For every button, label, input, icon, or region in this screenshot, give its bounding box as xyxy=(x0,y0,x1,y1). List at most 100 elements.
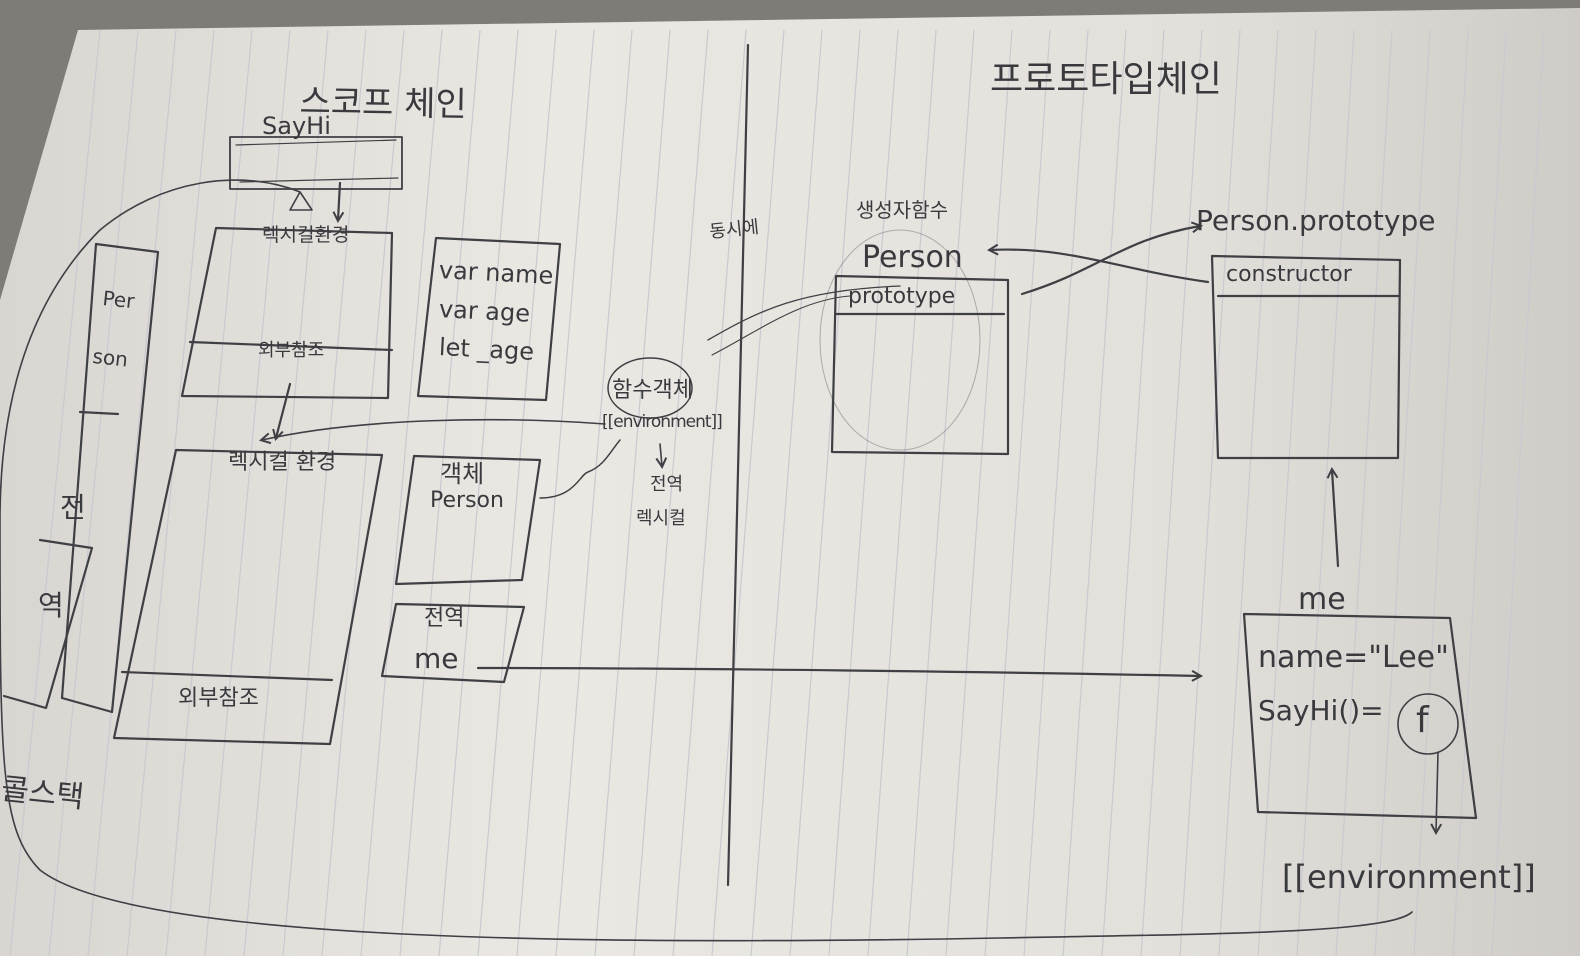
prototype-label: prototype xyxy=(848,284,956,309)
name-prop: name="Lee" xyxy=(1258,640,1449,675)
sayhi-label: SayHi xyxy=(262,112,331,140)
paper-sheet xyxy=(0,8,1580,956)
ruled-line xyxy=(984,29,1051,956)
var-name: var name xyxy=(438,255,554,290)
person-constructor-box xyxy=(830,274,1010,456)
center-divider xyxy=(726,43,750,887)
outer-ref-arrow xyxy=(276,382,292,438)
ruled-line xyxy=(1413,29,1469,956)
variables-list: var name var age let _age xyxy=(438,250,554,366)
ruled-line xyxy=(1491,29,1545,956)
triangle-mark xyxy=(289,191,313,211)
let-age: let _age xyxy=(438,332,535,366)
ruled-line xyxy=(243,29,329,956)
lexical-env-box-top xyxy=(180,226,394,400)
outer-ref-bottom-label: 외부참조 xyxy=(178,686,259,711)
ruled-line xyxy=(555,29,633,956)
ruled-line xyxy=(1218,29,1279,956)
outer-ref-divider-top xyxy=(188,340,394,352)
ruled-line xyxy=(867,29,937,956)
same-time-label: 동시에 xyxy=(708,216,761,243)
prototype-chain-title: 프로토타입체인 xyxy=(990,59,1222,100)
ruled-line xyxy=(633,29,709,956)
global-me-label: me xyxy=(414,642,459,675)
ruled-line xyxy=(165,29,253,956)
me-label: me xyxy=(1298,582,1346,617)
ruled-line xyxy=(477,29,557,956)
ruled-line xyxy=(282,29,367,956)
me-object-box xyxy=(1242,612,1478,820)
prototype-arrow xyxy=(1020,226,1200,296)
call-stack-label: 콜스택 xyxy=(0,771,86,816)
global-lexical-label-1: 전역 xyxy=(650,474,684,495)
ruled-line xyxy=(1062,29,1127,956)
ruled-line xyxy=(945,29,1013,956)
ruled-line xyxy=(1023,29,1089,956)
ruled-line xyxy=(906,29,975,956)
function-environment-label: [[environment]] xyxy=(602,412,723,432)
environment-arrow xyxy=(262,418,606,440)
function-object-circle xyxy=(607,357,693,419)
person-side-label-2: son xyxy=(91,344,130,372)
reference-arrow xyxy=(476,666,1200,676)
me-env-arrow xyxy=(1436,751,1438,832)
ruled-line xyxy=(1374,29,1431,956)
me-proto-arrow xyxy=(1332,470,1340,568)
person-oval xyxy=(819,229,981,451)
call-stack-loop xyxy=(0,179,1413,942)
f-circle xyxy=(1397,693,1459,755)
person-label: Person xyxy=(862,240,963,275)
me-environment-label: [[environment]] xyxy=(1282,858,1536,896)
sayhi-arrow xyxy=(338,181,340,220)
ruled-line xyxy=(87,29,177,956)
ruled-line xyxy=(360,29,443,956)
ruled-line xyxy=(789,29,861,956)
global-side-label-2: 역 xyxy=(38,589,64,622)
object-person-box xyxy=(394,454,542,586)
person-prototype-label: Person.prototype xyxy=(1196,204,1436,237)
ruled-line xyxy=(399,29,481,956)
ruled-line xyxy=(594,29,671,956)
function-to-person-link xyxy=(707,285,901,341)
ruled-line xyxy=(48,29,139,956)
sayhi-prop: SayHi()= xyxy=(1258,694,1384,727)
ruled-line xyxy=(1101,29,1165,956)
constructor-arrow xyxy=(990,250,1210,284)
f-symbol: f xyxy=(1416,700,1429,741)
object-person-label: Person xyxy=(430,488,504,513)
ruled-line xyxy=(438,29,519,956)
global-label: 전역 xyxy=(424,606,465,631)
object-label: 객체 xyxy=(440,460,485,488)
lexical-env-box-bottom xyxy=(112,448,384,746)
ruled-line xyxy=(9,29,101,956)
ruled-line xyxy=(1257,29,1317,956)
ruled-line xyxy=(321,29,405,956)
outer-ref-top-label: 외부참조 xyxy=(258,340,325,361)
ruled-line xyxy=(750,29,823,956)
ruled-line xyxy=(1335,29,1393,956)
ruled-line xyxy=(516,29,595,956)
ruled-line xyxy=(711,29,785,956)
function-object-label: 함수객체 xyxy=(612,378,693,403)
global-me-box xyxy=(380,602,526,684)
outer-ref-divider-bottom xyxy=(120,670,334,682)
ruled-line xyxy=(828,29,899,956)
call-stack-frame-person xyxy=(60,242,160,714)
ruled-lines xyxy=(9,29,1545,956)
person-side-label-1: Per xyxy=(101,286,136,314)
constructor-fn-label: 생성자함수 xyxy=(856,198,948,222)
call-stack-frame-global xyxy=(2,538,94,710)
variables-box xyxy=(416,236,562,402)
ruled-line xyxy=(126,29,215,956)
sayhi-box xyxy=(229,136,403,190)
person-link xyxy=(539,439,621,499)
var-age: var age xyxy=(438,294,531,328)
lexical-env-bottom-label: 렉시컬 환경 xyxy=(228,450,337,475)
ruled-line xyxy=(1296,29,1355,956)
ruled-line xyxy=(1140,29,1203,956)
ruled-line xyxy=(1452,29,1507,956)
lexical-env-top-label: 렉시컬환경 xyxy=(262,224,350,246)
ruled-line xyxy=(1179,29,1241,956)
person-prototype-box xyxy=(1210,254,1402,460)
